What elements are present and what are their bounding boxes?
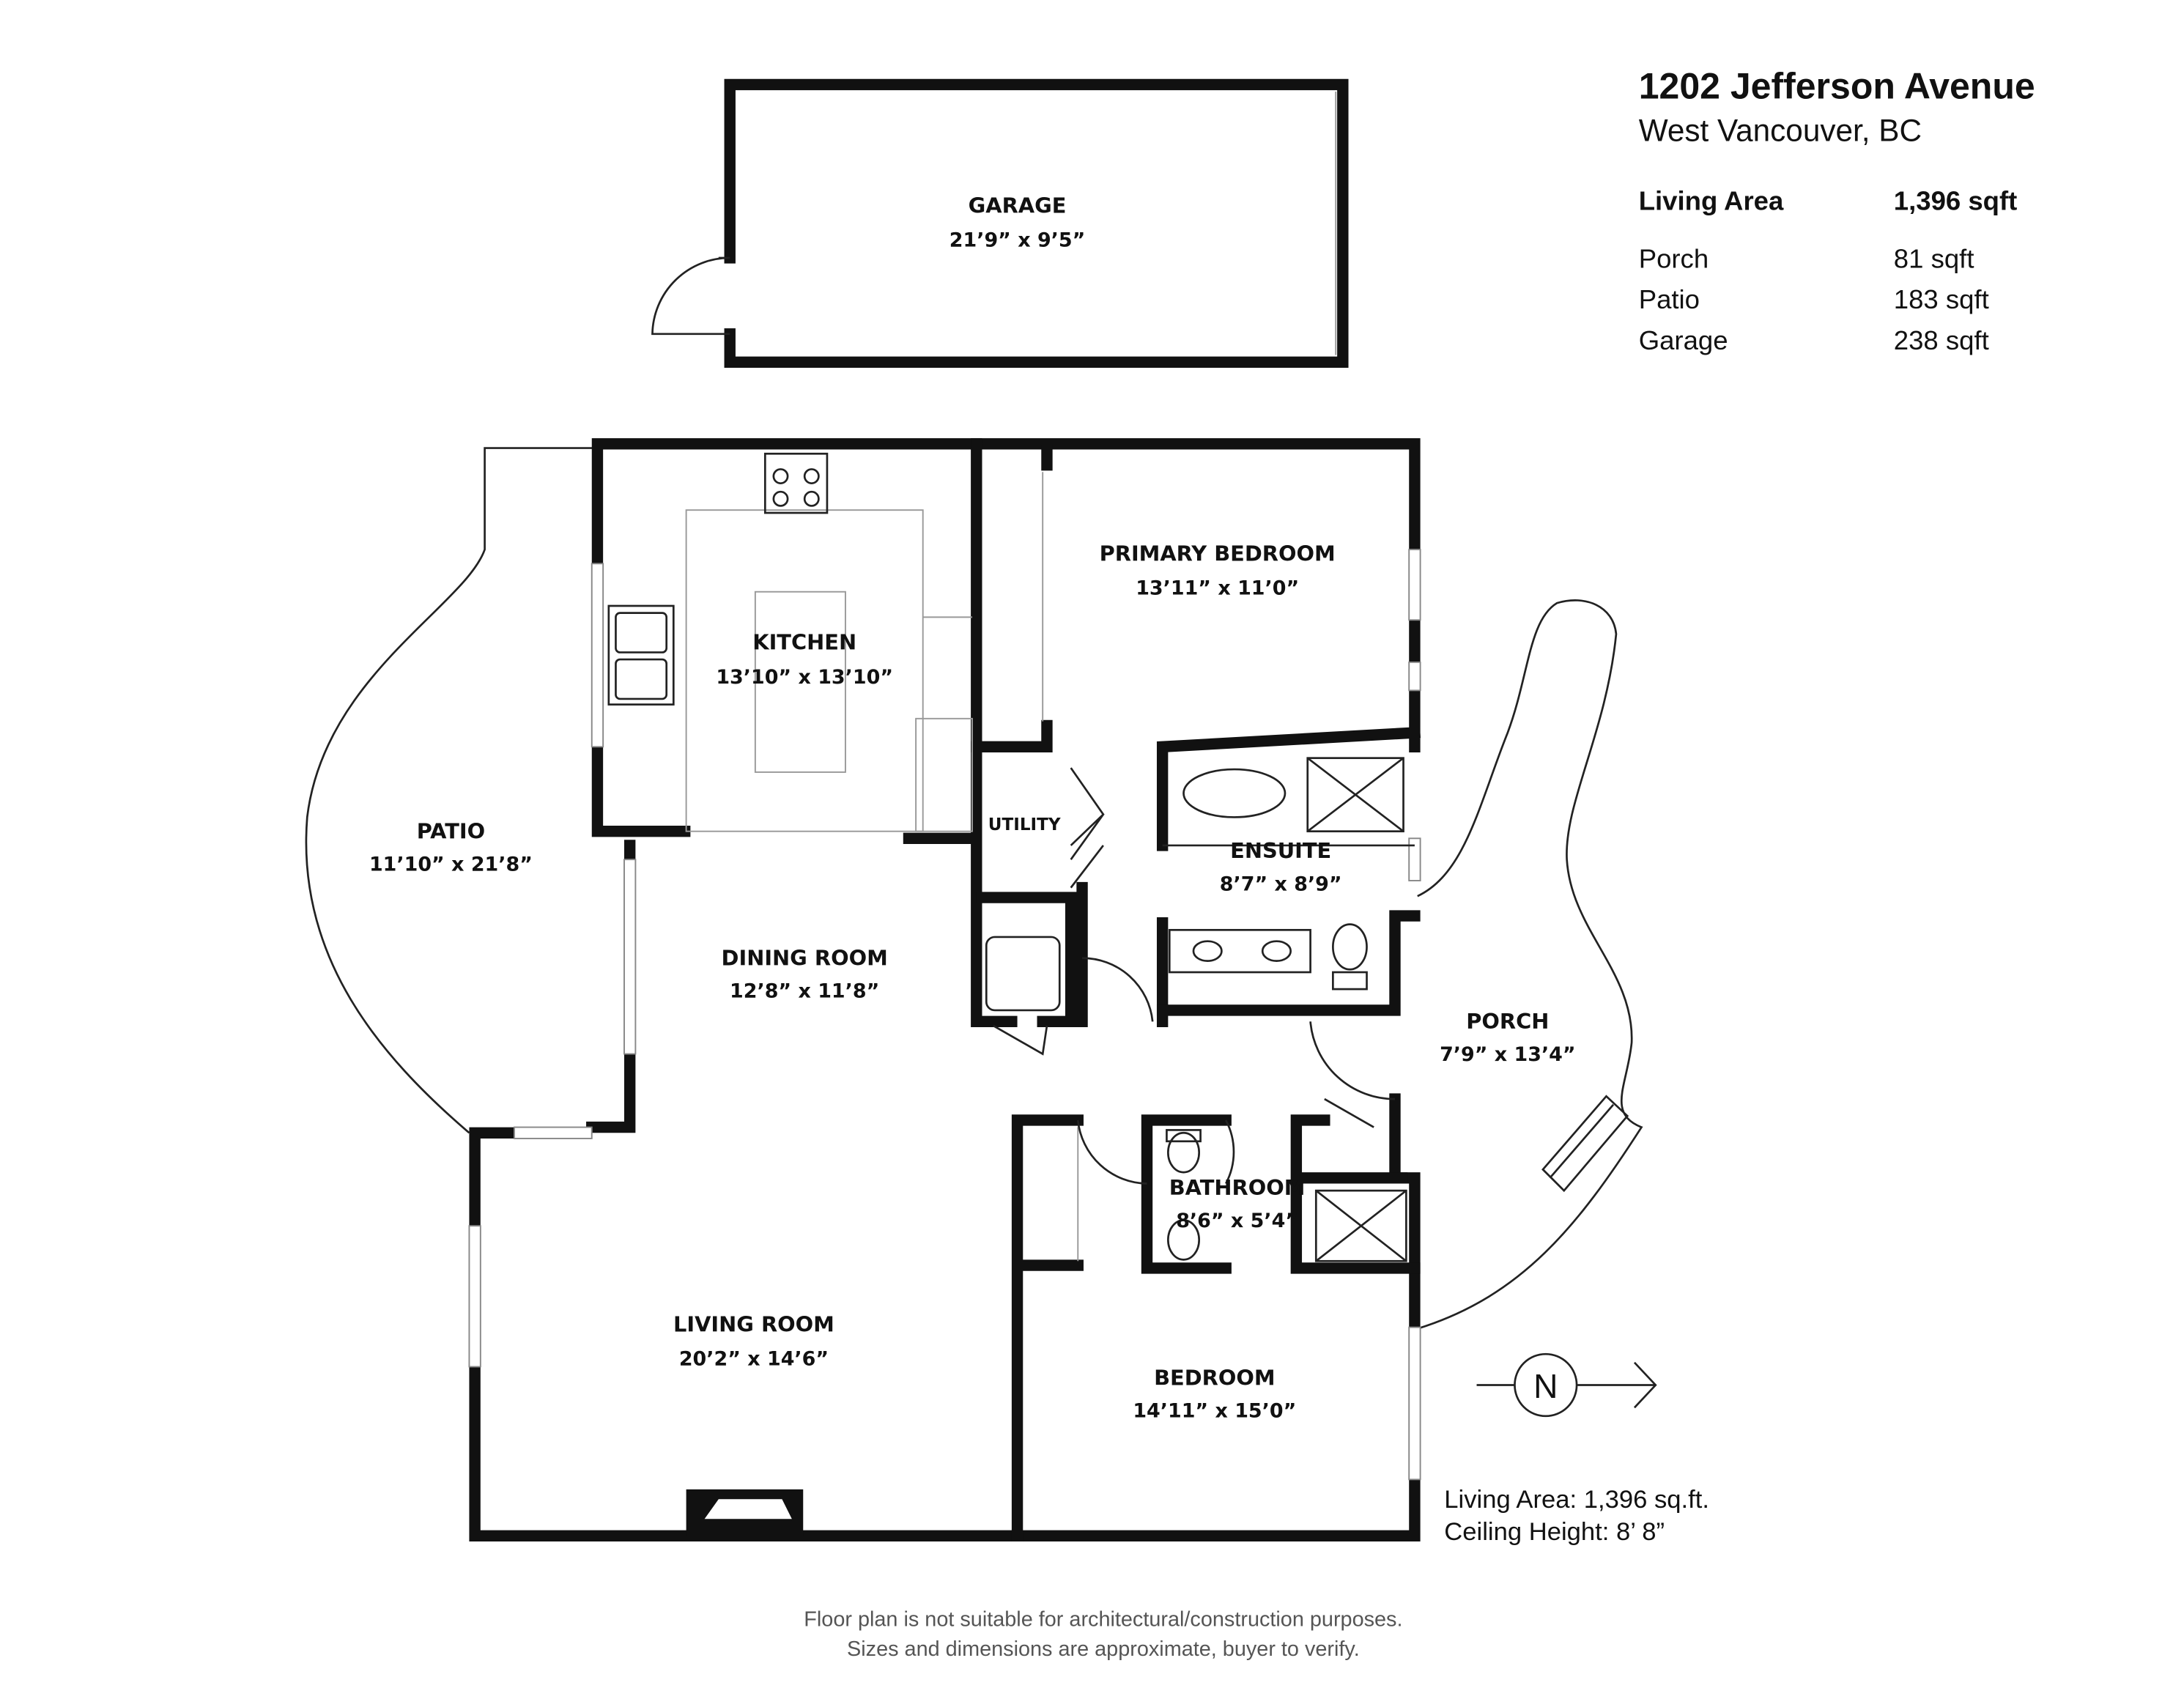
garage: GARAGE 21’9” x 9’5” (651, 78, 1349, 368)
shower-icon (1306, 757, 1404, 832)
dining-room-dimensions: 12’8” x 11’8” (730, 980, 879, 1003)
patio-dimensions: 11’10” x 21’8” (369, 854, 533, 876)
porch-area-label: Porch (1639, 243, 1709, 273)
compass-letter: N (1533, 1367, 1558, 1405)
dining-room-label: DINING ROOM (722, 945, 888, 970)
washer-icon (985, 936, 1061, 1012)
porch: PORCH 7’9” x 13’4” (1417, 599, 1643, 1330)
bathroom-dimensions: 8’6” x 5’4” (1176, 1210, 1298, 1232)
primary-bedroom-label: PRIMARY BEDROOM (1100, 541, 1336, 566)
porch-dimensions: 7’9” x 13’4” (1440, 1043, 1576, 1066)
bathroom-label: BATHROOM (1169, 1175, 1306, 1200)
disclaimer-line-2: Sizes and dimensions are approximate, bu… (847, 1637, 1360, 1661)
living-area-value: 1,396 sqft (1894, 186, 2018, 216)
utility-label: UTILITY (988, 815, 1061, 834)
bathtub-icon (1182, 768, 1287, 818)
garage-area-value: 238 sqft (1894, 325, 1989, 355)
bedroom-dimensions: 14’11” x 15’0” (1133, 1400, 1296, 1423)
stove-icon (763, 452, 829, 514)
sink-icon (1261, 940, 1292, 962)
house-walls (468, 438, 1421, 1541)
room-labels: KITCHEN 13’10” x 13’10” PRIMARY BEDROOM … (673, 541, 1342, 1422)
living-room-label: LIVING ROOM (673, 1311, 834, 1336)
living-room-dimensions: 20’2” x 14’6” (679, 1348, 829, 1371)
sink-icon (607, 604, 675, 706)
porch-area-value: 81 sqft (1894, 243, 1974, 273)
bedroom-label: BEDROOM (1154, 1366, 1276, 1391)
garage-door (651, 256, 730, 336)
garage-dimensions: 21’9” x 9’5” (950, 229, 1086, 252)
ensuite-label: ENSUITE (1230, 838, 1331, 863)
patio-area-value: 183 sqft (1894, 284, 1989, 314)
fireplace (686, 1489, 804, 1536)
bathroom-fixtures (1076, 1021, 1407, 1262)
garage-area-label: Garage (1639, 325, 1728, 355)
city: West Vancouver, BC (1639, 113, 1922, 147)
porch-label: PORCH (1466, 1009, 1549, 1034)
summary-ceiling-height: Ceiling Height: 8’ 8” (1444, 1518, 1665, 1546)
plan-summary: Living Area: 1,396 sq.ft. Ceiling Height… (1444, 1486, 1709, 1546)
shower-icon (1315, 1190, 1407, 1262)
patio: PATIO 11’10” x 21’8” (305, 447, 598, 1134)
utility-fixtures (985, 767, 1154, 1056)
kitchen-label: KITCHEN (752, 630, 856, 655)
ensuite-fixtures (1162, 757, 1415, 991)
patio-label: PATIO (417, 818, 485, 843)
toilet-icon (1332, 923, 1368, 991)
living-area-label: Living Area (1639, 186, 1784, 216)
summary-living-area: Living Area: 1,396 sq.ft. (1444, 1486, 1709, 1514)
address: 1202 Jefferson Avenue (1639, 66, 2035, 107)
disclaimer-line-1: Floor plan is not suitable for architect… (804, 1607, 1402, 1631)
toilet-icon (1166, 1129, 1202, 1174)
property-info: 1202 Jefferson Avenue West Vancouver, BC… (1639, 66, 2035, 355)
sink-icon (1192, 940, 1223, 962)
door-swing (993, 957, 1154, 1056)
disclaimer: Floor plan is not suitable for architect… (804, 1607, 1402, 1660)
primary-bedroom-dimensions: 13’11” x 11’0” (1136, 577, 1299, 600)
north-arrow-icon: N (1476, 1352, 1657, 1418)
garage-label: GARAGE (969, 193, 1067, 218)
kitchen-dimensions: 13’10” x 13’10” (716, 666, 893, 689)
kitchen-fixtures (607, 452, 973, 832)
patio-area-label: Patio (1639, 284, 1700, 314)
ensuite-dimensions: 8’7” x 8’9” (1220, 873, 1342, 895)
toilet-icon (1167, 1219, 1201, 1261)
